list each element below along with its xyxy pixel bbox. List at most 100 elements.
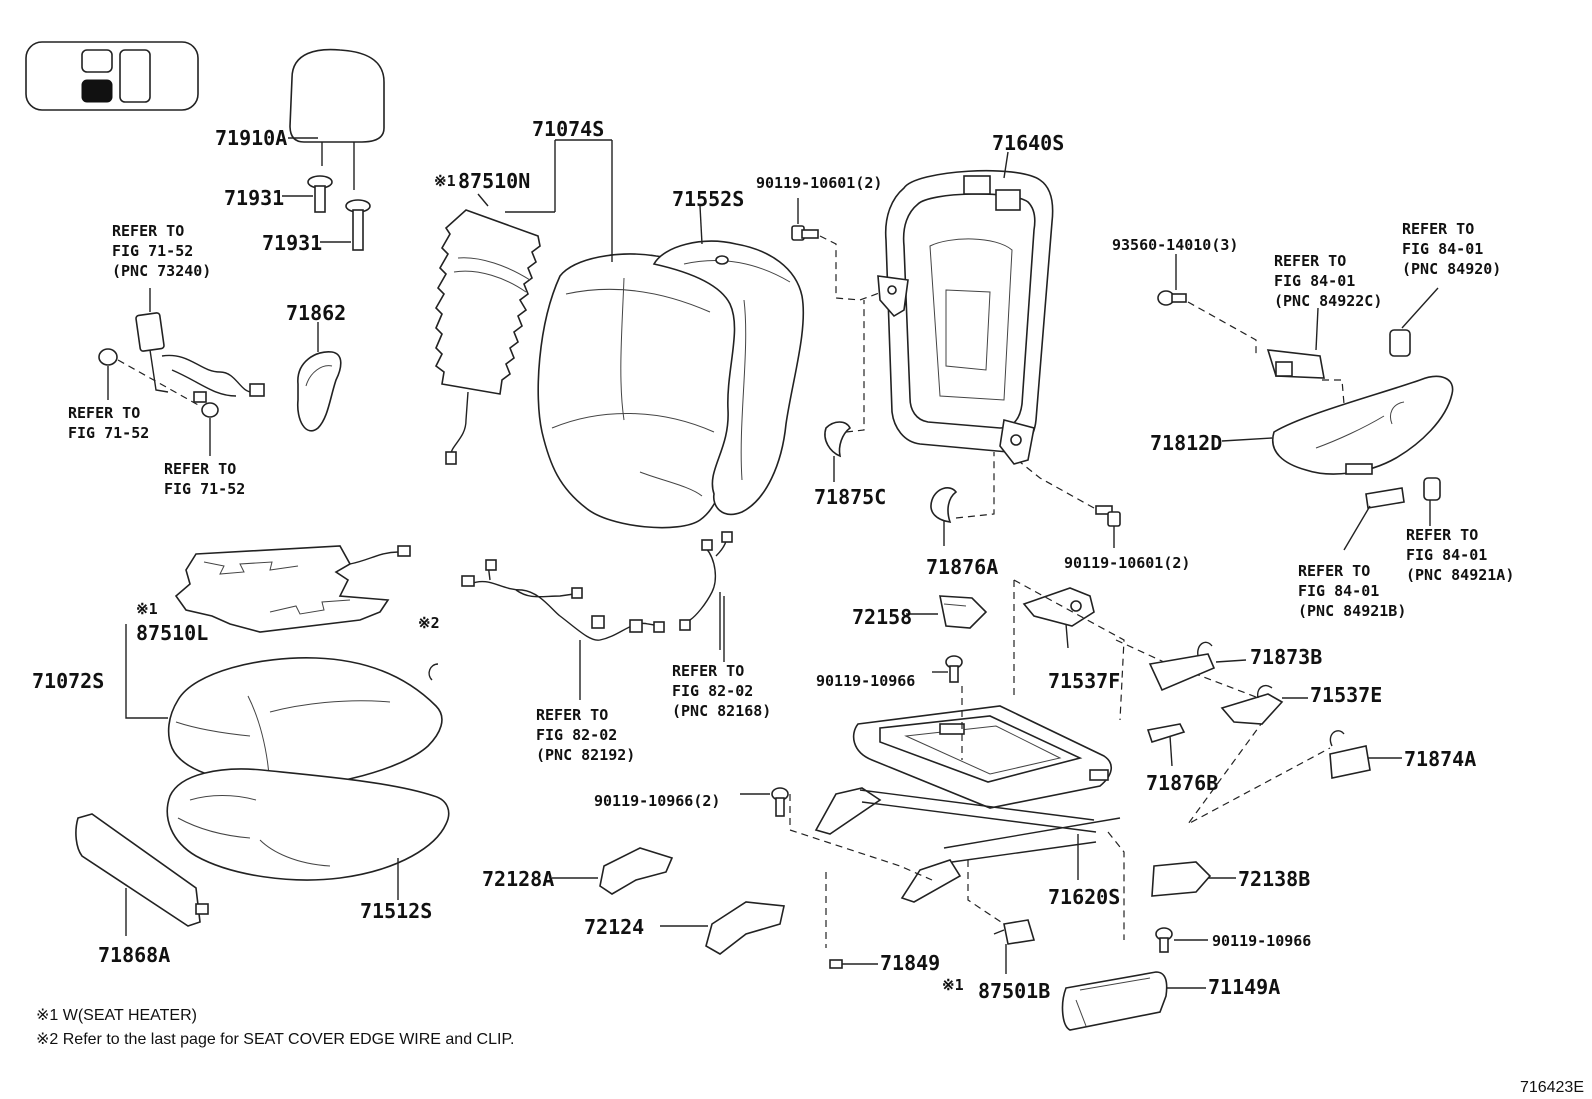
refer-block-pnc-84921A: REFER TO FIG 84-01 (PNC 84921A) [1406,526,1514,584]
bolt-90119-10601-mid [1019,461,1121,548]
part-label-90119-10966-right: 90119-10966 [1212,932,1311,950]
wire-harness-drawing [461,531,733,700]
part-label-90119-10601-mid: 90119-10601(2) [1064,554,1190,572]
svg-text:FIG 84-01: FIG 84-01 [1406,546,1487,564]
seatback-frame-drawing [877,151,1054,465]
svg-text:REFER TO: REFER TO [536,706,608,724]
svg-text:(PNC 82168): (PNC 82168) [672,702,771,720]
cover-72128A-drawing [552,847,674,895]
clip-71876A-drawing [930,452,995,546]
svg-text:REFER TO: REFER TO [164,460,236,478]
part-label-71862: 71862 [286,301,346,325]
part-label-90119-10966-left: 90119-10966(2) [594,792,720,810]
part-label-71868A: 71868A [98,943,170,967]
figure-id: 716423E [1520,1079,1584,1096]
svg-text:FIG 71-52: FIG 71-52 [68,424,149,442]
screw-93560-drawing [1157,254,1345,405]
cushion-pad-drawing [166,768,450,900]
bolt-90119-10966-right [1155,927,1208,953]
part-label-72138B: 72138B [1238,867,1310,891]
refer-block-pnc-84921B: REFER TO FIG 84-01 (PNC 84921B) [1298,562,1406,620]
part-label-71874A: 71874A [1404,747,1476,771]
svg-text:FIG 84-01: FIG 84-01 [1274,272,1355,290]
svg-text:REFER TO: REFER TO [1274,252,1346,270]
footnote-seat-heater: ※1 W(SEAT HEATER) [36,1007,197,1024]
part-label-71640S: 71640S [992,131,1064,155]
svg-text:FIG 82-02: FIG 82-02 [672,682,753,700]
refer-block-pnc-73240: REFER TO FIG 71-52 (PNC 73240) [112,222,211,280]
part-label-71931-b: 71931 [262,231,322,255]
heater-mark-71849: ※1 [942,976,964,994]
bolt-90119-10966-upper [932,655,963,683]
part-label-72158: 72158 [852,605,912,629]
bracket-71537F-drawing [1022,587,1095,649]
switch-knob-drawing [1266,287,1441,551]
svg-text:REFER TO: REFER TO [1406,526,1478,544]
svg-text:REFER TO: REFER TO [1298,562,1370,580]
svg-text:REFER TO: REFER TO [112,222,184,240]
bracket-71873B-drawing [1148,641,1247,692]
refer-block-pnc-84920: REFER TO FIG 84-01 (PNC 84920) [1402,220,1501,278]
refer-block-fig-71-52-a: REFER TO FIG 71-52 [68,404,149,442]
svg-text:FIG 71-52: FIG 71-52 [164,480,245,498]
sensor-87501B-drawing [993,919,1036,974]
part-label-71812D: 71812D [1150,431,1222,455]
svg-text:(PNC 84920): (PNC 84920) [1402,260,1501,278]
part-label-71537E: 71537E [1310,683,1382,707]
cover-72138B-drawing [1151,861,1236,897]
clip-71849-drawing [829,959,878,969]
part-label-71875C: 71875C [814,485,886,509]
part-label-71931-a: 71931 [224,186,284,210]
part-label-71512S: 71512S [360,899,432,923]
part-label-90119-10601-top: 90119-10601(2) [756,174,882,192]
svg-text:(PNC 82192): (PNC 82192) [536,746,635,764]
seatback-pad-drawing [652,205,805,516]
part-label-71552S: 71552S [672,187,744,211]
svg-text:REFER TO: REFER TO [68,404,140,422]
edge-wire-clip-drawing [428,663,439,681]
part-label-71849: 71849 [880,951,940,975]
part-label-87501B: 87501B [978,979,1050,1003]
clip-71862-drawing [296,322,342,432]
part-label-71074S: 71074S [532,117,604,141]
seat-track-frame-drawing [814,705,1121,903]
part-label-71910A: 71910A [215,126,287,150]
svg-text:REFER TO: REFER TO [1402,220,1474,238]
bracket-72158-drawing [906,595,988,629]
part-label-87510L: 87510L [136,621,208,645]
svg-text:(PNC 84921A): (PNC 84921A) [1406,566,1514,584]
refer-block-pnc-84922C: REFER TO FIG 84-01 (PNC 84922C) [1274,252,1382,310]
svg-text:FIG 84-01: FIG 84-01 [1298,582,1379,600]
headrest-support-drawing [282,175,371,251]
clip-71876B-drawing [1146,723,1186,767]
bolt-90119-10601-top [791,198,883,301]
refer-block-fig-71-52-b: REFER TO FIG 71-52 [164,460,245,498]
headrest-drawing [288,48,385,190]
part-label-71620S: 71620S [1048,885,1120,909]
svg-text:(PNC 84922C): (PNC 84922C) [1274,292,1382,310]
svg-text:(PNC 73240): (PNC 73240) [112,262,211,280]
part-label-71873B: 71873B [1250,645,1322,669]
part-label-71876A: 71876A [926,555,998,579]
bracket-71537E-drawing [1220,684,1308,725]
part-label-72124: 72124 [584,915,644,939]
heater-mark-87510N: ※1 [434,172,456,190]
svg-text:REFER TO: REFER TO [672,662,744,680]
part-label-71149A: 71149A [1208,975,1280,999]
clip-71875C-drawing [824,300,865,482]
heater-cushion-drawing [125,545,411,719]
footnote-edge-wire: ※2 Refer to the last page for SEAT COVER… [36,1031,515,1048]
part-label-87510N: 87510N [458,169,530,193]
part-label-93560-14010: 93560-14010(3) [1112,236,1238,254]
heater-mark-87510L: ※1 [136,600,158,618]
cushion-cover-drawing [167,657,443,788]
part-label-72128A: 72128A [482,867,554,891]
svg-text:FIG 84-01: FIG 84-01 [1402,240,1483,258]
side-shield-drawing [1221,375,1454,475]
cover-72124-drawing [660,901,785,955]
edge-wire-mark: ※2 [418,614,440,632]
refer-block-pnc-82192: REFER TO FIG 82-02 (PNC 82192) [536,706,635,764]
svg-text:(PNC 84921B): (PNC 84921B) [1298,602,1406,620]
